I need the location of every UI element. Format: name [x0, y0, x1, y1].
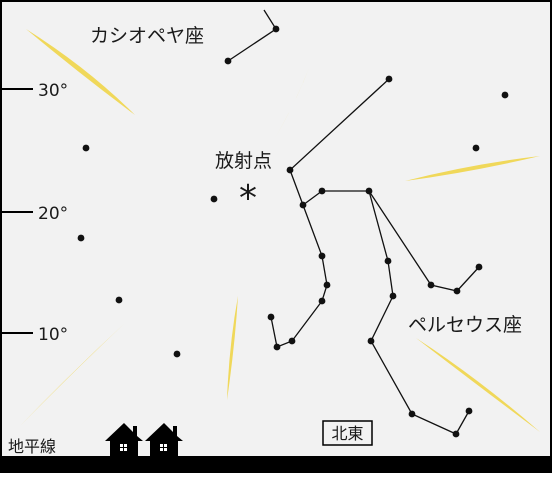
tick-label: 30° [38, 81, 68, 101]
star [224, 57, 232, 65]
star [408, 410, 416, 418]
star [115, 296, 123, 304]
star [465, 407, 473, 415]
meteor-streak [26, 29, 135, 115]
house-icon [105, 423, 143, 458]
star [365, 187, 373, 195]
radiant-marker: * [239, 178, 257, 219]
star [427, 281, 435, 289]
star [367, 337, 375, 345]
star [472, 144, 480, 152]
radiant-label: 放射点 [215, 150, 272, 172]
star [318, 297, 326, 305]
star [82, 144, 90, 152]
star [272, 25, 280, 33]
star [453, 287, 461, 295]
star [286, 166, 294, 174]
stars [77, 25, 509, 438]
perseus-line [368, 190, 480, 292]
tick-label: 20° [38, 204, 68, 224]
star [267, 313, 275, 321]
star [452, 430, 460, 438]
ground [0, 458, 552, 473]
direction-label: 北東 [331, 424, 363, 443]
star [384, 257, 392, 265]
meteor-streak [227, 296, 238, 400]
star [273, 343, 281, 351]
cassiopeia-label: カシオペヤ座 [90, 25, 204, 47]
star [475, 263, 483, 271]
meteor-streaks [20, 29, 540, 432]
star [323, 281, 331, 289]
star [173, 350, 181, 358]
horizon-label: 地平線 [8, 437, 56, 456]
star [318, 187, 326, 195]
star [385, 75, 393, 83]
meteor-streak [416, 338, 540, 432]
star [501, 91, 509, 99]
perseus-label: ペルセウス座 [408, 314, 522, 336]
altitude-axis: 30° 20° 10° [1, 81, 68, 345]
direction-box: 北東 [322, 420, 373, 446]
house-icon [145, 423, 183, 458]
meteor-streak [405, 156, 540, 181]
tick-label: 10° [38, 325, 68, 345]
star [77, 234, 85, 242]
star [299, 201, 307, 209]
star [288, 337, 296, 345]
sky-background [0, 0, 552, 458]
star [318, 252, 326, 260]
star [210, 195, 218, 203]
star [389, 292, 397, 300]
